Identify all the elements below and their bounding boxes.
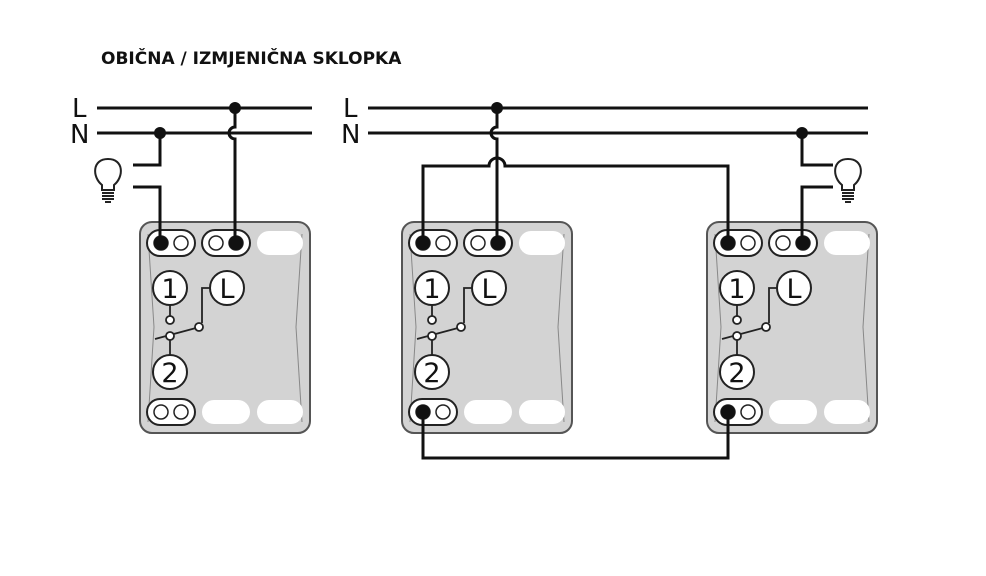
lamp-wire (133, 133, 162, 243)
lamp-wire (800, 133, 833, 243)
terminal-1-label: 1 (728, 274, 745, 305)
terminal-1-label: 1 (423, 274, 440, 305)
diagram-title: OBIČNA / IZMJENIČNA SKLOPKA (101, 49, 402, 69)
line-label-l: L (72, 94, 87, 124)
line-label-n: N (70, 120, 89, 150)
switch-feed-wire (489, 108, 499, 243)
switch-box-1 (139, 221, 311, 434)
lamp-icon (94, 158, 122, 203)
terminal-1-label: 1 (161, 274, 178, 305)
switch-feed-wire (227, 108, 237, 243)
terminal-2-label: 2 (423, 358, 440, 389)
line-label-n: N (341, 120, 360, 150)
traveler-wire-bottom (421, 411, 730, 460)
line-label-l: L (343, 94, 358, 124)
terminal-l-label: L (786, 274, 801, 305)
switch-box-2 (401, 221, 573, 434)
terminal-2-label: 2 (728, 358, 745, 389)
terminal-l-label: L (219, 274, 234, 305)
junction-dots (154, 102, 810, 419)
traveler-wire-top (421, 156, 730, 243)
switch-box-3 (706, 221, 878, 434)
lamp-icon (834, 158, 862, 203)
terminal-l-label: L (481, 274, 496, 305)
terminal-2-label: 2 (161, 358, 178, 389)
